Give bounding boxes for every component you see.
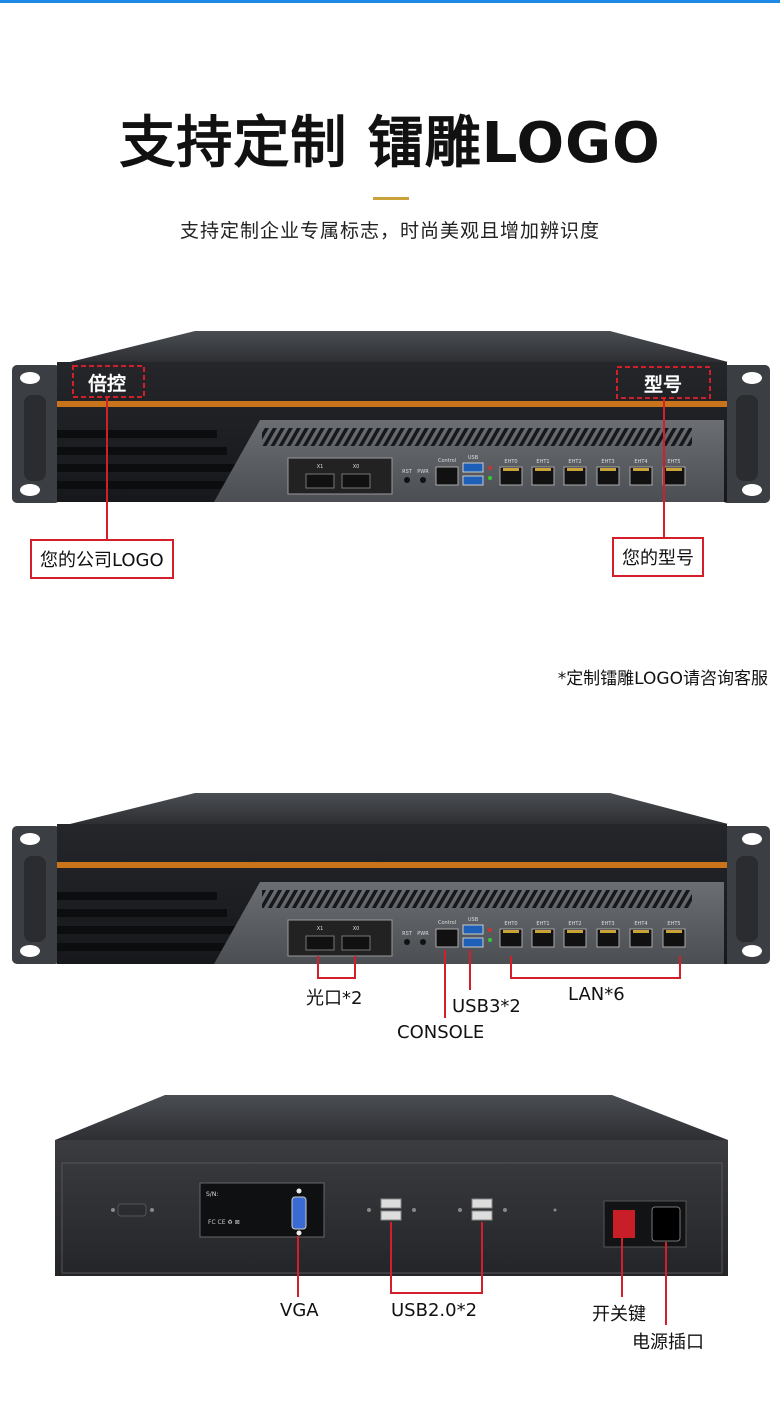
rst-label: RST [402,469,413,475]
sfp-label-x1: X1 [317,464,324,470]
rear-view: S/N: FC CE ♻ ⊠ [55,1095,728,1325]
lan-label-0: EHT0 [504,921,517,927]
sfp-label-x0: X0 [353,464,360,470]
sfp-block [287,457,393,495]
optical-bracket [317,956,356,979]
lan-port-5 [662,928,686,948]
left-ear-hole-bottom [20,484,40,496]
lan-label-2: EHT2 [568,921,581,927]
lan-label-4: EHT4 [634,921,647,927]
lan-port-4 [629,466,653,486]
power-socket [651,1206,681,1242]
serial-number-label: S/N: [206,1191,218,1198]
cert-icons: FC CE ♻ ⊠ [208,1219,240,1226]
left-ear-hole-top [20,372,40,384]
svg-text:RST: RST [402,931,413,937]
chassis-top [70,331,728,362]
orange-stripe [57,401,727,407]
lan-port-2 [563,466,587,486]
reset-button [404,477,410,483]
lan-ports: EHT0 EHT1 EHT2 EHT3 EHT4 EHT5 [499,459,686,486]
console-port-label: CONSOLE [397,1022,485,1043]
lan-label-3: EHT3 [601,921,614,927]
pwr-label: PWR [417,469,429,475]
lan-label-1: EHT1 [536,459,549,465]
usb3-port-1 [462,462,484,473]
lan-port-1 [531,928,555,948]
lan-port-label: LAN*6 [568,984,625,1005]
svg-text:Control: Control [438,920,456,926]
svg-text:PWR: PWR [417,931,429,937]
lan-label-5: EHT5 [667,921,680,927]
usb2-port-4 [471,1210,493,1221]
top-accent-bar [0,0,780,3]
left-handle [24,395,46,481]
power-switch-label: 开关键 [592,1304,646,1325]
lan-label-1: EHT1 [536,921,549,927]
lan-port-0 [499,466,523,486]
svg-text:USB: USB [468,917,479,923]
lan-port-0 [499,928,523,948]
vga-port-label: VGA [280,1300,319,1321]
front-view-ports: X1 X0 RST PWR Control USB EHT0 EHT1 EHT2 EH… [12,793,770,1018]
lan-label-3: EHT3 [601,459,614,465]
lan-bracket [510,956,681,979]
usb2-port-3 [471,1198,493,1209]
power-socket-label: 电源插口 [632,1332,704,1353]
rear-chassis-top [55,1095,728,1140]
model-callout-label: 您的型号 [612,537,704,577]
usb2-port-label: USB2.0*2 [391,1300,478,1321]
title-underline [373,197,409,200]
lan-port-4 [629,928,653,948]
lan-port-1 [531,466,555,486]
right-handle [736,395,758,481]
power-switch [613,1210,635,1238]
console-label: Control [438,458,456,464]
lan-port-3 [596,466,620,486]
console-port [435,466,459,486]
vent-grille [262,428,692,446]
usb3-label: USB [468,455,479,461]
logo-dashed-frame [72,365,145,398]
right-ear-hole-top [742,372,762,384]
lan-port-3 [596,928,620,948]
lan-label-5: EHT5 [667,459,680,465]
sfp-port-x1 [305,473,335,489]
right-ear-hole-bottom [742,484,762,496]
panel-logo-text: 倍控 [88,372,126,395]
power-led [420,477,426,483]
optical-label: 光口*2 [306,988,363,1009]
page-subtitle: 支持定制企业专属标志，时尚美观且增加辨识度 [179,220,600,242]
usb2-port-2 [380,1210,402,1221]
usb2-bracket [390,1222,483,1294]
sfp-port-x0 [341,473,371,489]
usb2-port-1 [380,1198,402,1209]
lan-port-2 [563,928,587,948]
lan-label-4: EHT4 [634,459,647,465]
vga-port [291,1196,307,1230]
lan-label-2: EHT2 [568,459,581,465]
usb3-port-label: USB3*2 [452,996,521,1017]
usb3-port-2 [462,475,484,486]
svg-text:X0: X0 [353,926,360,932]
page-title: 支持定制 镭雕LOGO [119,111,661,176]
logo-callout-label: 您的公司LOGO [30,539,174,579]
lan-label-0: EHT0 [504,459,517,465]
svg-text:X1: X1 [317,926,324,932]
panel-model-text: 型号 [644,373,682,396]
customization-note: *定制镭雕LOGO请咨询客服 [557,669,768,689]
